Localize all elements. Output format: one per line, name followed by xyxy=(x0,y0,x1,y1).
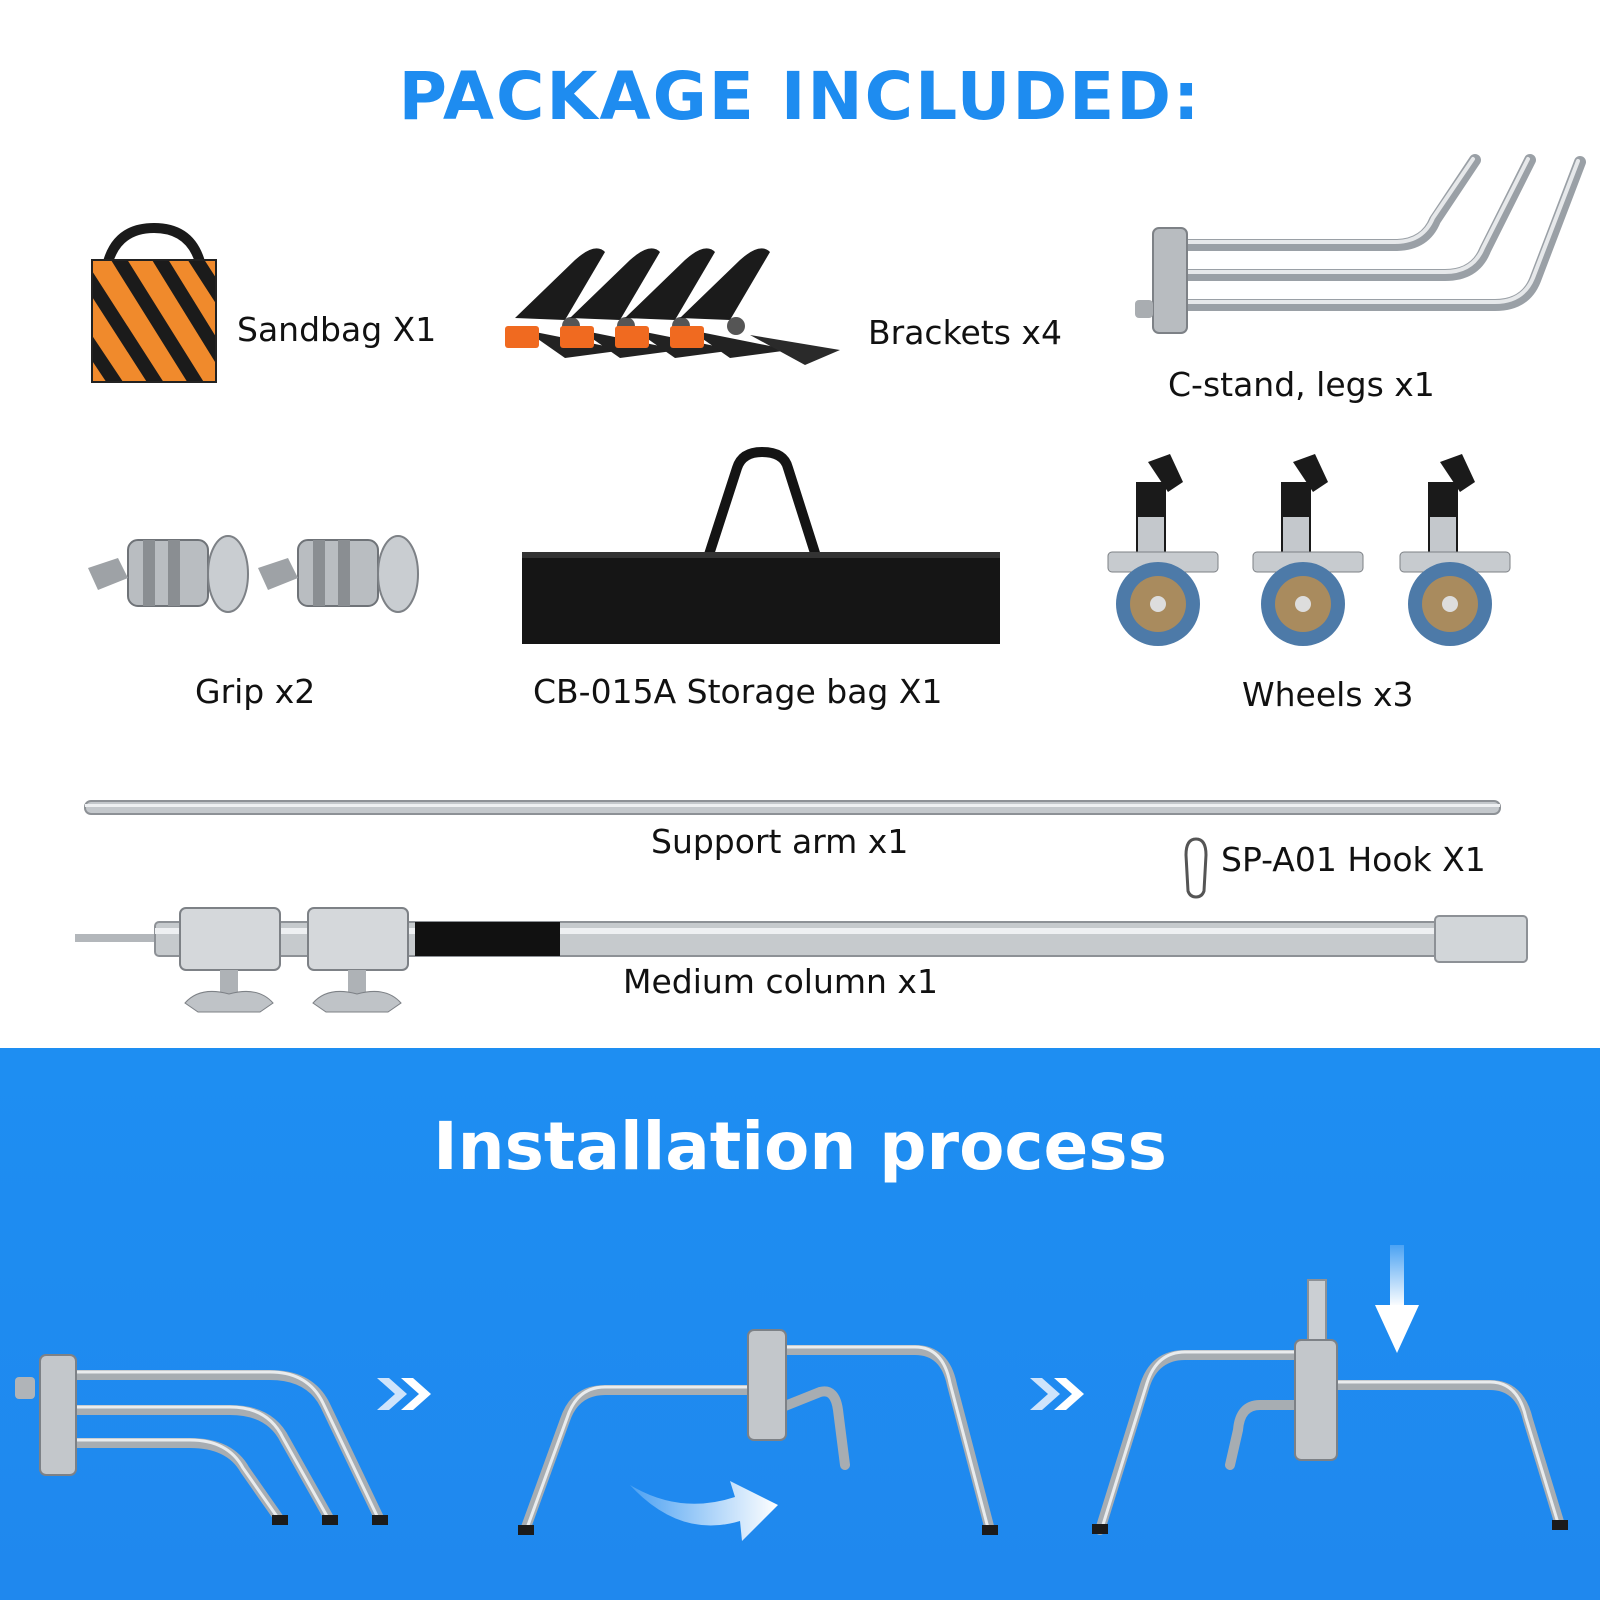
opening-legs-step-icon xyxy=(518,1329,998,1535)
brackets-label: Brackets x4 xyxy=(868,313,1062,352)
caster-wheel-icon xyxy=(1107,453,1511,647)
storage-bag-label: CB-015A Storage bag X1 xyxy=(533,672,943,711)
storage-bag-icon xyxy=(522,446,1000,644)
hook-label: SP-A01 Hook X1 xyxy=(1221,840,1486,879)
support-arm-label: Support arm x1 xyxy=(651,822,909,861)
grip-head-icon xyxy=(88,535,419,613)
carabiner-hook-icon xyxy=(1184,837,1208,899)
wheels-label: Wheels x3 xyxy=(1242,675,1414,714)
installation-title: Installation process xyxy=(433,1108,1167,1185)
c-stand-legs-label: C-stand, legs x1 xyxy=(1168,365,1435,404)
folded-legs-step-icon xyxy=(15,1354,388,1525)
medium-column-icon xyxy=(75,907,1528,1013)
down-arrow-icon xyxy=(1375,1245,1419,1353)
medium-column-label: Medium column x1 xyxy=(623,962,938,1001)
next-step-chevrons-icon xyxy=(377,1378,431,1410)
package-title: PACKAGE INCLUDED: xyxy=(398,58,1202,135)
sandbag-icon xyxy=(91,222,217,383)
sandbag-label: Sandbag X1 xyxy=(237,310,437,349)
grip-label: Grip x2 xyxy=(195,672,316,711)
next-step-chevrons-icon-2 xyxy=(1030,1378,1084,1410)
insert-column-step-icon xyxy=(1092,1279,1568,1535)
c-stand-legs-icon xyxy=(1135,154,1586,334)
support-arm-icon xyxy=(84,800,1501,815)
spring-clamp-icon xyxy=(505,248,840,365)
rotate-arrow-icon xyxy=(630,1481,778,1541)
